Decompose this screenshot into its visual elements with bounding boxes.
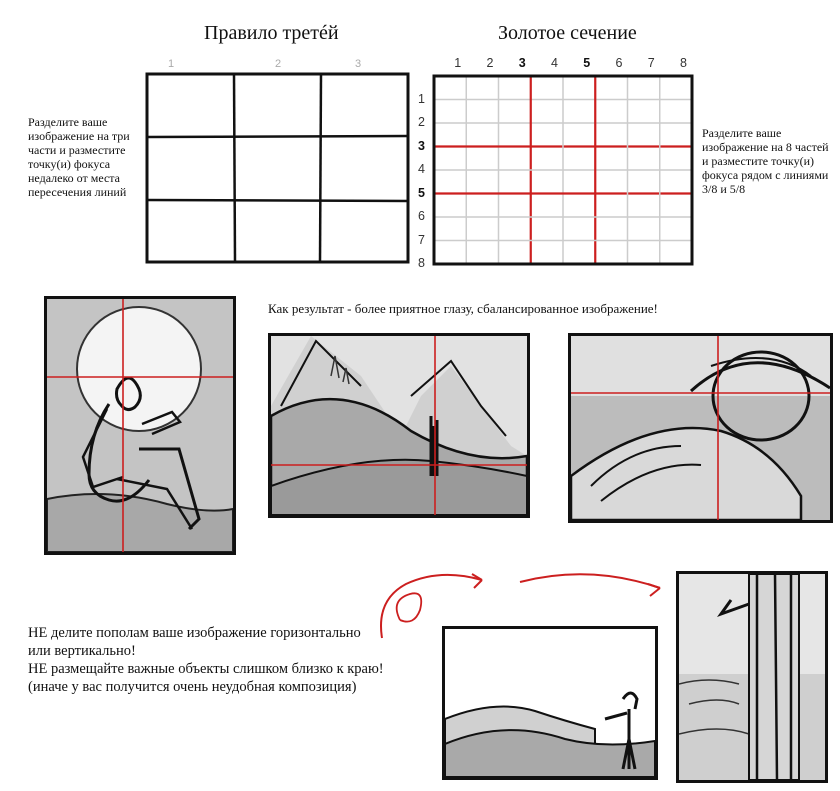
golden-ratio-title: Золотое сечение <box>498 22 637 44</box>
thirds-col-number: 3 <box>355 58 362 70</box>
golden-col-number: 6 <box>615 56 623 70</box>
example-sketch-closeup-hat <box>568 333 833 523</box>
warning-line: или вертикально! <box>28 643 136 659</box>
description-line: пересечения линий <box>28 185 127 199</box>
example-sketch-mountains <box>268 333 530 518</box>
red-arrows <box>380 573 661 639</box>
description-line: точку(и) фокуса <box>28 157 111 171</box>
warning-line: (иначе у вас получится очень неудобная к… <box>28 679 357 695</box>
description-line: Разделите ваше <box>28 115 108 129</box>
description-line: недалеко от места <box>28 171 121 185</box>
thirds-col-number: 1 <box>168 58 175 70</box>
composition-warning: НЕ делите пополам ваше изображение гориз… <box>28 624 428 696</box>
description-line: и разместите точку(и) <box>702 154 814 168</box>
rule-of-thirds-title: Правило третéй <box>204 22 339 44</box>
golden-ratio-grid <box>432 74 694 266</box>
golden-ratio-description: Разделите ваше изображение на 8 частей и… <box>702 126 840 196</box>
golden-column-numbers: 1 2 3 4 5 6 7 8 <box>432 56 702 74</box>
golden-col-number: 8 <box>680 56 687 70</box>
description-line: части и разместите <box>28 143 126 157</box>
warning-line: НЕ делите пополам ваше изображение гориз… <box>28 625 361 641</box>
bad-example-centered-tree <box>676 571 828 783</box>
golden-col-number: 3 <box>518 56 526 70</box>
golden-row-number: 8 <box>418 256 425 270</box>
description-line: Разделите ваше <box>702 126 782 140</box>
rule-of-thirds-grid <box>145 72 410 264</box>
warning-line: НЕ размещайте важные объекты слишком бли… <box>28 661 384 677</box>
description-line: 3/8 и 5/8 <box>702 182 746 196</box>
thirds-col-number: 2 <box>275 58 282 70</box>
golden-row-number: 2 <box>418 115 425 129</box>
result-caption: Как результат - более приятное глазу, сб… <box>268 301 658 316</box>
golden-row-numbers: 1 2 3 4 5 6 7 8 <box>412 76 434 271</box>
description-line: изображение на 8 частей <box>702 140 829 154</box>
golden-row-number: 1 <box>418 91 425 106</box>
golden-col-number: 4 <box>551 56 558 70</box>
golden-col-number: 7 <box>647 56 655 70</box>
bad-example-figure-at-edge <box>442 626 658 780</box>
golden-row-number: 4 <box>418 162 425 176</box>
golden-col-number: 2 <box>486 56 494 70</box>
golden-col-number: 5 <box>583 56 591 70</box>
thirds-column-numbers: 1 2 3 <box>148 58 410 74</box>
golden-row-number: 5 <box>418 185 425 200</box>
description-line: фокуса рядом с линиями <box>702 168 829 182</box>
golden-row-number: 3 <box>418 138 425 153</box>
golden-row-number: 7 <box>418 232 425 247</box>
golden-col-number: 1 <box>454 56 462 70</box>
rule-of-thirds-description: Разделите ваше изображение на три части … <box>28 115 146 199</box>
example-sketch-seated-figure <box>44 296 236 555</box>
description-line: изображение на три <box>28 129 130 143</box>
golden-row-number: 6 <box>418 209 425 223</box>
